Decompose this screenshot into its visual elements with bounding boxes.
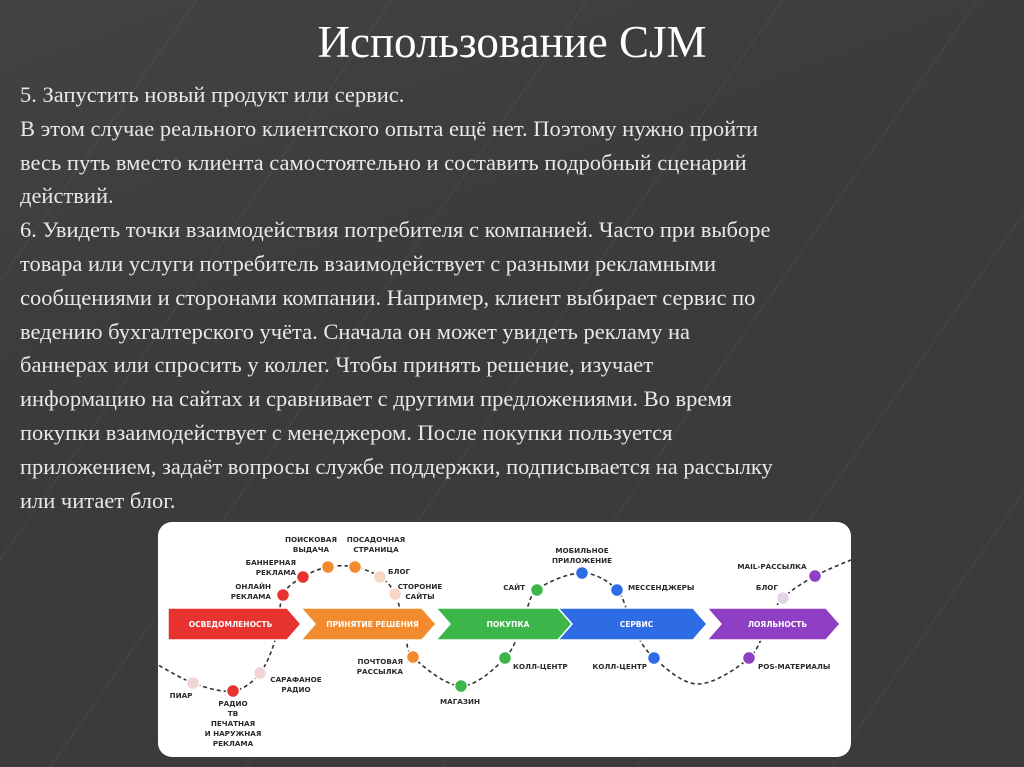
stage-arrow [299,607,437,641]
stage-arrow [167,607,302,641]
body-line: В этом случае реального клиентского опыт… [20,115,759,141]
stage-arrow [556,607,708,641]
stage-label: ОСВЕДОМЛЕНОСТЬ [189,620,273,629]
body-line: покупки взаимодействует с менеджером. По… [20,419,673,445]
touchpoint-label: ПОСАДОЧНАЯ [347,535,405,544]
body-line: сообщениями и сторонами компании. Наприм… [20,284,756,310]
touchpoint-label: ПИАР [170,691,193,700]
touchpoint-label: БЛОГ [388,567,411,576]
touchpoint-dot [529,582,545,598]
touchpoint-label: РАДИО [218,699,247,708]
touchpoint-dot [225,683,241,699]
cjm-diagram: ОСВЕДОМЛЕНОСТЬ ПРИНЯТИЕ РЕШЕНИЯ ПОКУПКА СЕР… [158,522,851,757]
touchpoint-label: РЕКЛАМА [213,739,254,748]
stage-label: ПРИНЯТИЕ РЕШЕНИЯ [326,620,419,629]
touchpoint-label: РАССЫЛКА [357,667,404,676]
touchpoint-label: ПРИЛОЖЕНИЕ [552,556,612,565]
slide-body: 5. Запустить новый продукт или сервис. В … [20,78,1010,517]
stage-label: СЕРВИС [620,620,654,629]
touchpoint-label: ТВ [228,709,238,718]
touchpoint-dot [185,675,201,691]
touchpoint-label: РАДИО [281,685,310,694]
touchpoint-dot [320,559,336,575]
touchpoint-label: MAIL-РАССЫЛКА [737,562,807,571]
touchpoint-label: САЙТЫ [405,592,434,601]
touchpoint-label: МОБИЛЬНОЕ [555,546,608,555]
touchpoint-dot [775,590,791,606]
body-line: весь путь вместо клиента самостоятельно … [20,149,747,175]
touchpoint-dot [497,650,513,666]
touchpoint-dot [275,587,291,603]
touchpoint-dot [646,650,662,666]
touchpoint-label: ВЫДАЧА [293,545,330,554]
body-line: товара или услуги потребитель взаимодейс… [20,250,717,276]
touchpoint-label: ПОИСКОВАЯ [285,535,337,544]
stage-arrow [705,607,841,641]
touchpoint-label: СТРАНИЦА [353,545,399,554]
touchpoint-label: БЛОГ [756,583,779,592]
touchpoint-dot [453,678,469,694]
body-line: информацию на сайтах и сравнивает с друг… [20,386,732,412]
body-line: ведению бухгалтерского учёта. Сначала он… [20,318,691,344]
touchpoint-label: ПЕЧАТНАЯ [211,719,255,728]
touchpoint-dot [807,568,823,584]
touchpoint-label: БАННЕРНАЯ [246,558,296,567]
body-line: приложением, задаёт вопросы службе подде… [20,453,773,479]
touchpoint-dot [295,569,311,585]
touchpoint-label: МАГАЗИН [440,697,480,706]
body-line: баннерах или спросить у коллег. Чтобы пр… [20,352,654,378]
body-line: 5. Запустить новый продукт или сервис. [20,82,405,107]
touchpoint-dot [405,649,421,665]
cjm-diagram-svg: ОСВЕДОМЛЕНОСТЬ ПРИНЯТИЕ РЕШЕНИЯ ПОКУПКА СЕР… [158,535,851,748]
stage-label: ЛОЯЛЬНОСТЬ [748,620,808,629]
touchpoint-dot [574,565,590,581]
touchpoint-label: МЕССЕНДЖЕРЫ [628,583,694,592]
touchpoint-label: ОНЛАЙН [235,582,271,591]
touchpoint-label: РЕКЛАМА [256,568,297,577]
touchpoint-dot [741,650,757,666]
touchpoint-label: САЙТ [503,583,525,592]
touchpoint-label: САРАФАНОЕ [270,675,321,684]
touchpoint-dot [609,582,625,598]
touchpoint-label: И НАРУЖНАЯ [205,729,262,738]
body-line: или читает блог. [20,487,176,513]
touchpoint-label: ПОЧТОВАЯ [357,657,403,666]
touchpoint-dot [347,559,363,575]
touchpoint-dot [387,586,403,602]
touchpoint-label: POS-МАТЕРИАЛЫ [758,662,830,671]
touchpoint-dot [372,569,388,585]
body-line: действий. [20,183,114,209]
stage-label: ПОКУПКА [487,620,530,629]
touchpoint-label: КОЛЛ-ЦЕНТР [513,662,568,671]
body-line: 6. Увидеть точки взаимодействия потребит… [20,217,771,243]
slide-title: Использование CJM [317,17,707,67]
touchpoint-label: КОЛЛ-ЦЕНТР [592,662,647,671]
touchpoint-label: СТОРОНИЕ [398,582,443,591]
touchpoint-dot [252,665,268,681]
touchpoint-label: РЕКЛАМА [231,592,272,601]
